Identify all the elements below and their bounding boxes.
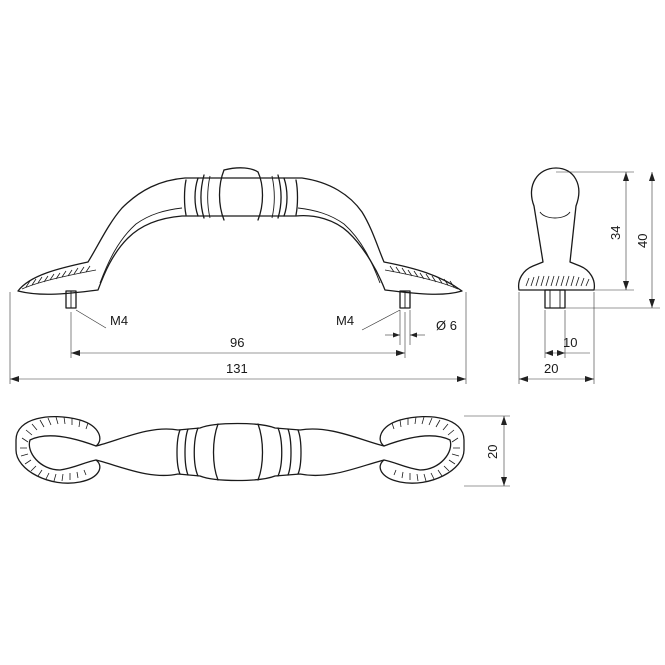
- hole-spacing-label: 96: [230, 335, 244, 350]
- height-total-label: 40: [635, 234, 650, 248]
- side-pin: [544, 289, 566, 309]
- top-dimensions: 20: [464, 415, 510, 487]
- front-dimensions: M4 M4 Ø 6 96 131: [9, 292, 467, 384]
- top-base-right: [379, 415, 465, 484]
- top-view: [15, 415, 465, 484]
- handle-side-outline: [517, 167, 596, 291]
- thread-label-right: M4: [336, 313, 354, 328]
- side-view: [517, 167, 596, 309]
- top-width-label: 20: [485, 445, 500, 459]
- side-dimensions: 34 40 10 20: [518, 171, 660, 384]
- front-view: [17, 167, 463, 309]
- decorative-rings: [183, 167, 299, 221]
- base-width-label: 20: [544, 361, 558, 376]
- base-hatch-left: [25, 265, 91, 288]
- thread-label-left: M4: [110, 313, 128, 328]
- handle-front-outline: [17, 177, 463, 295]
- top-grip: [95, 422, 385, 482]
- top-base-left: [15, 415, 101, 484]
- height-inner-label: 34: [608, 226, 623, 240]
- diameter-label: Ø 6: [436, 318, 457, 333]
- overall-length-label: 131: [226, 361, 248, 376]
- pin-width-label: 10: [563, 335, 577, 350]
- base-hatch-right: [389, 265, 455, 288]
